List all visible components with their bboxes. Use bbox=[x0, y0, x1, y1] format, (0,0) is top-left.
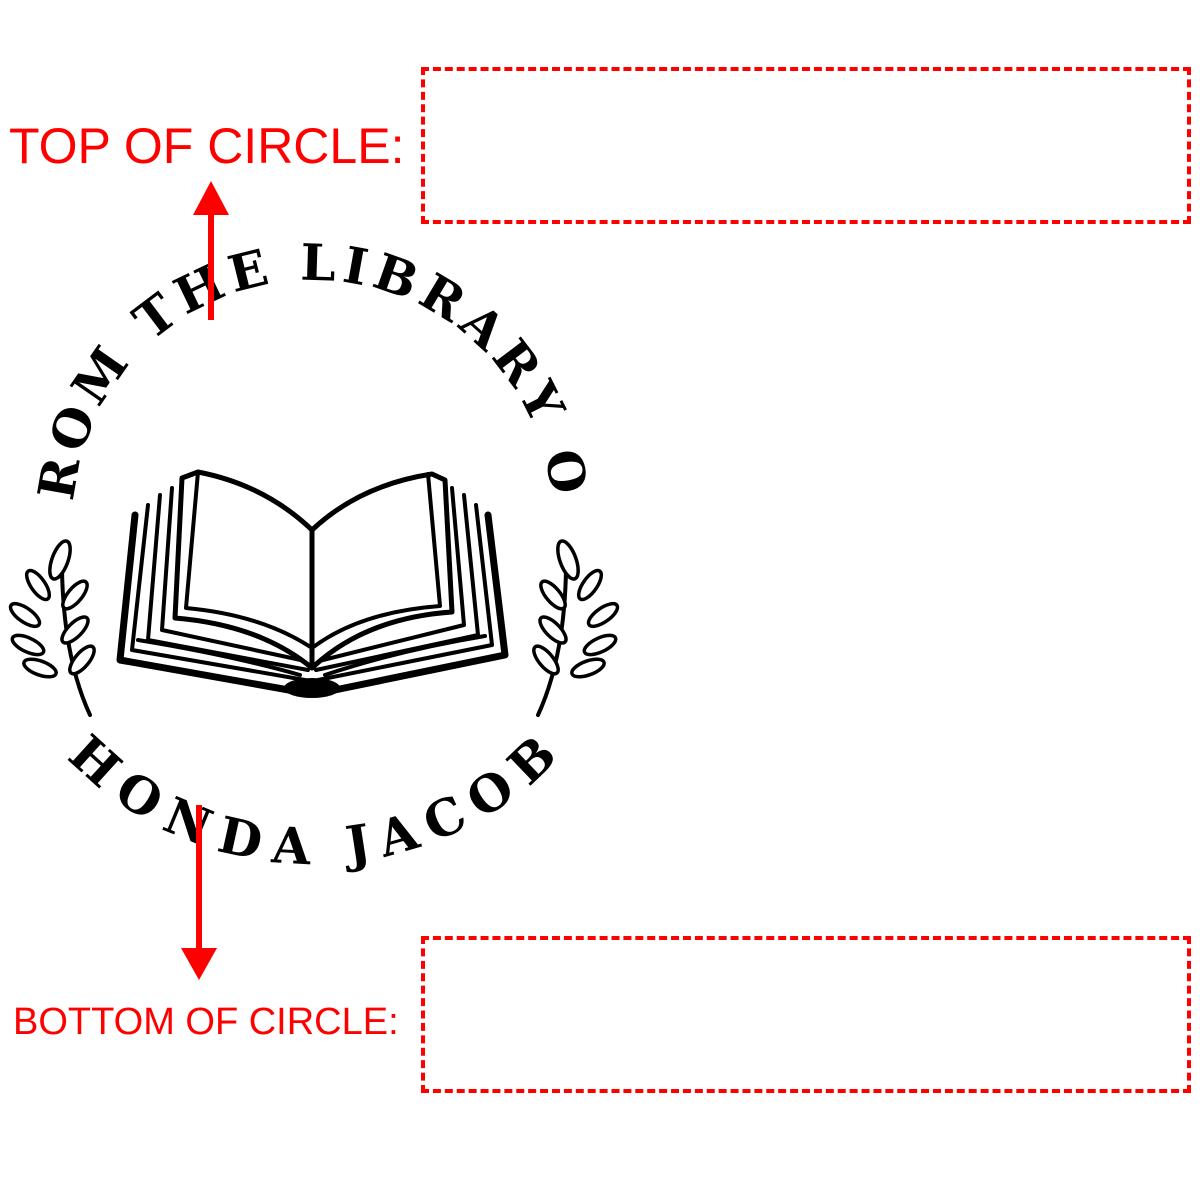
bottom-of-circle-label: BOTTOM OF CIRCLE: bbox=[13, 1001, 399, 1043]
top-of-circle-label: TOP OF CIRCLE: bbox=[9, 118, 405, 174]
arrow-up-icon bbox=[193, 181, 229, 320]
top-of-circle-input[interactable] bbox=[421, 67, 1191, 224]
laurel-branch-icon bbox=[8, 539, 96, 717]
laurel-branch-icon bbox=[532, 539, 620, 717]
bottom-of-circle-input[interactable] bbox=[421, 936, 1191, 1093]
stamp-top-text: FROM THE LIBRARY OF bbox=[0, 0, 600, 504]
open-book-icon bbox=[116, 469, 509, 698]
arrow-down-icon bbox=[181, 805, 217, 980]
